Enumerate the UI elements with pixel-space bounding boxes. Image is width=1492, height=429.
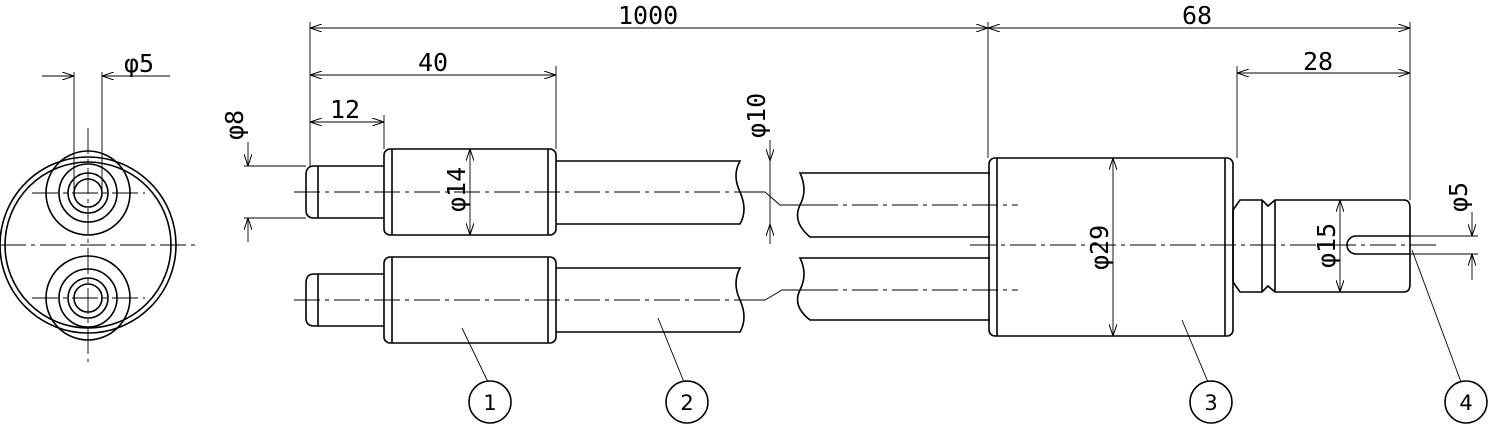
- break-lines: [740, 191, 812, 301]
- cable-continuation: [796, 172, 990, 321]
- balloon-3: [1189, 380, 1233, 424]
- slot-width-dimension: φ5: [1444, 182, 1473, 212]
- balloon-2-label: 2: [680, 391, 693, 415]
- end-view: φ5: [0, 49, 196, 362]
- balloon-2: [665, 380, 709, 424]
- balloon-4: [1444, 380, 1488, 424]
- part-balloons: 1 2 3 4: [461, 249, 1488, 424]
- body-diameter-dimension: φ29: [1085, 225, 1114, 270]
- balloon-1-label: 1: [483, 391, 496, 415]
- dimensions: 1000 68 28 40 12 φ8 φ14 φ10 φ29 φ15: [220, 1, 1478, 336]
- tip-diameter-dimension: φ15: [1312, 223, 1341, 268]
- pin-length-dimension: 12: [330, 95, 360, 124]
- plug-length-dimension: 68: [1182, 1, 1212, 30]
- plug-tip: [1232, 199, 1411, 293]
- center-lines: [294, 191, 1440, 301]
- pin-diameter-dimension: φ8: [220, 110, 249, 140]
- sleeve-length-dimension: 40: [418, 48, 448, 77]
- balloon-1: [468, 380, 512, 424]
- sleeve-diameter-dimension: φ14: [442, 167, 471, 212]
- overall-length-dimension: 1000: [618, 1, 678, 30]
- plug-tip-length-dimension: 28: [1303, 47, 1333, 76]
- balloon-4-label: 4: [1459, 391, 1472, 415]
- balloon-3-label: 3: [1204, 391, 1217, 415]
- rod-diameter-dimension: φ10: [742, 93, 771, 138]
- end-view-bore-dimension: φ5: [124, 49, 154, 78]
